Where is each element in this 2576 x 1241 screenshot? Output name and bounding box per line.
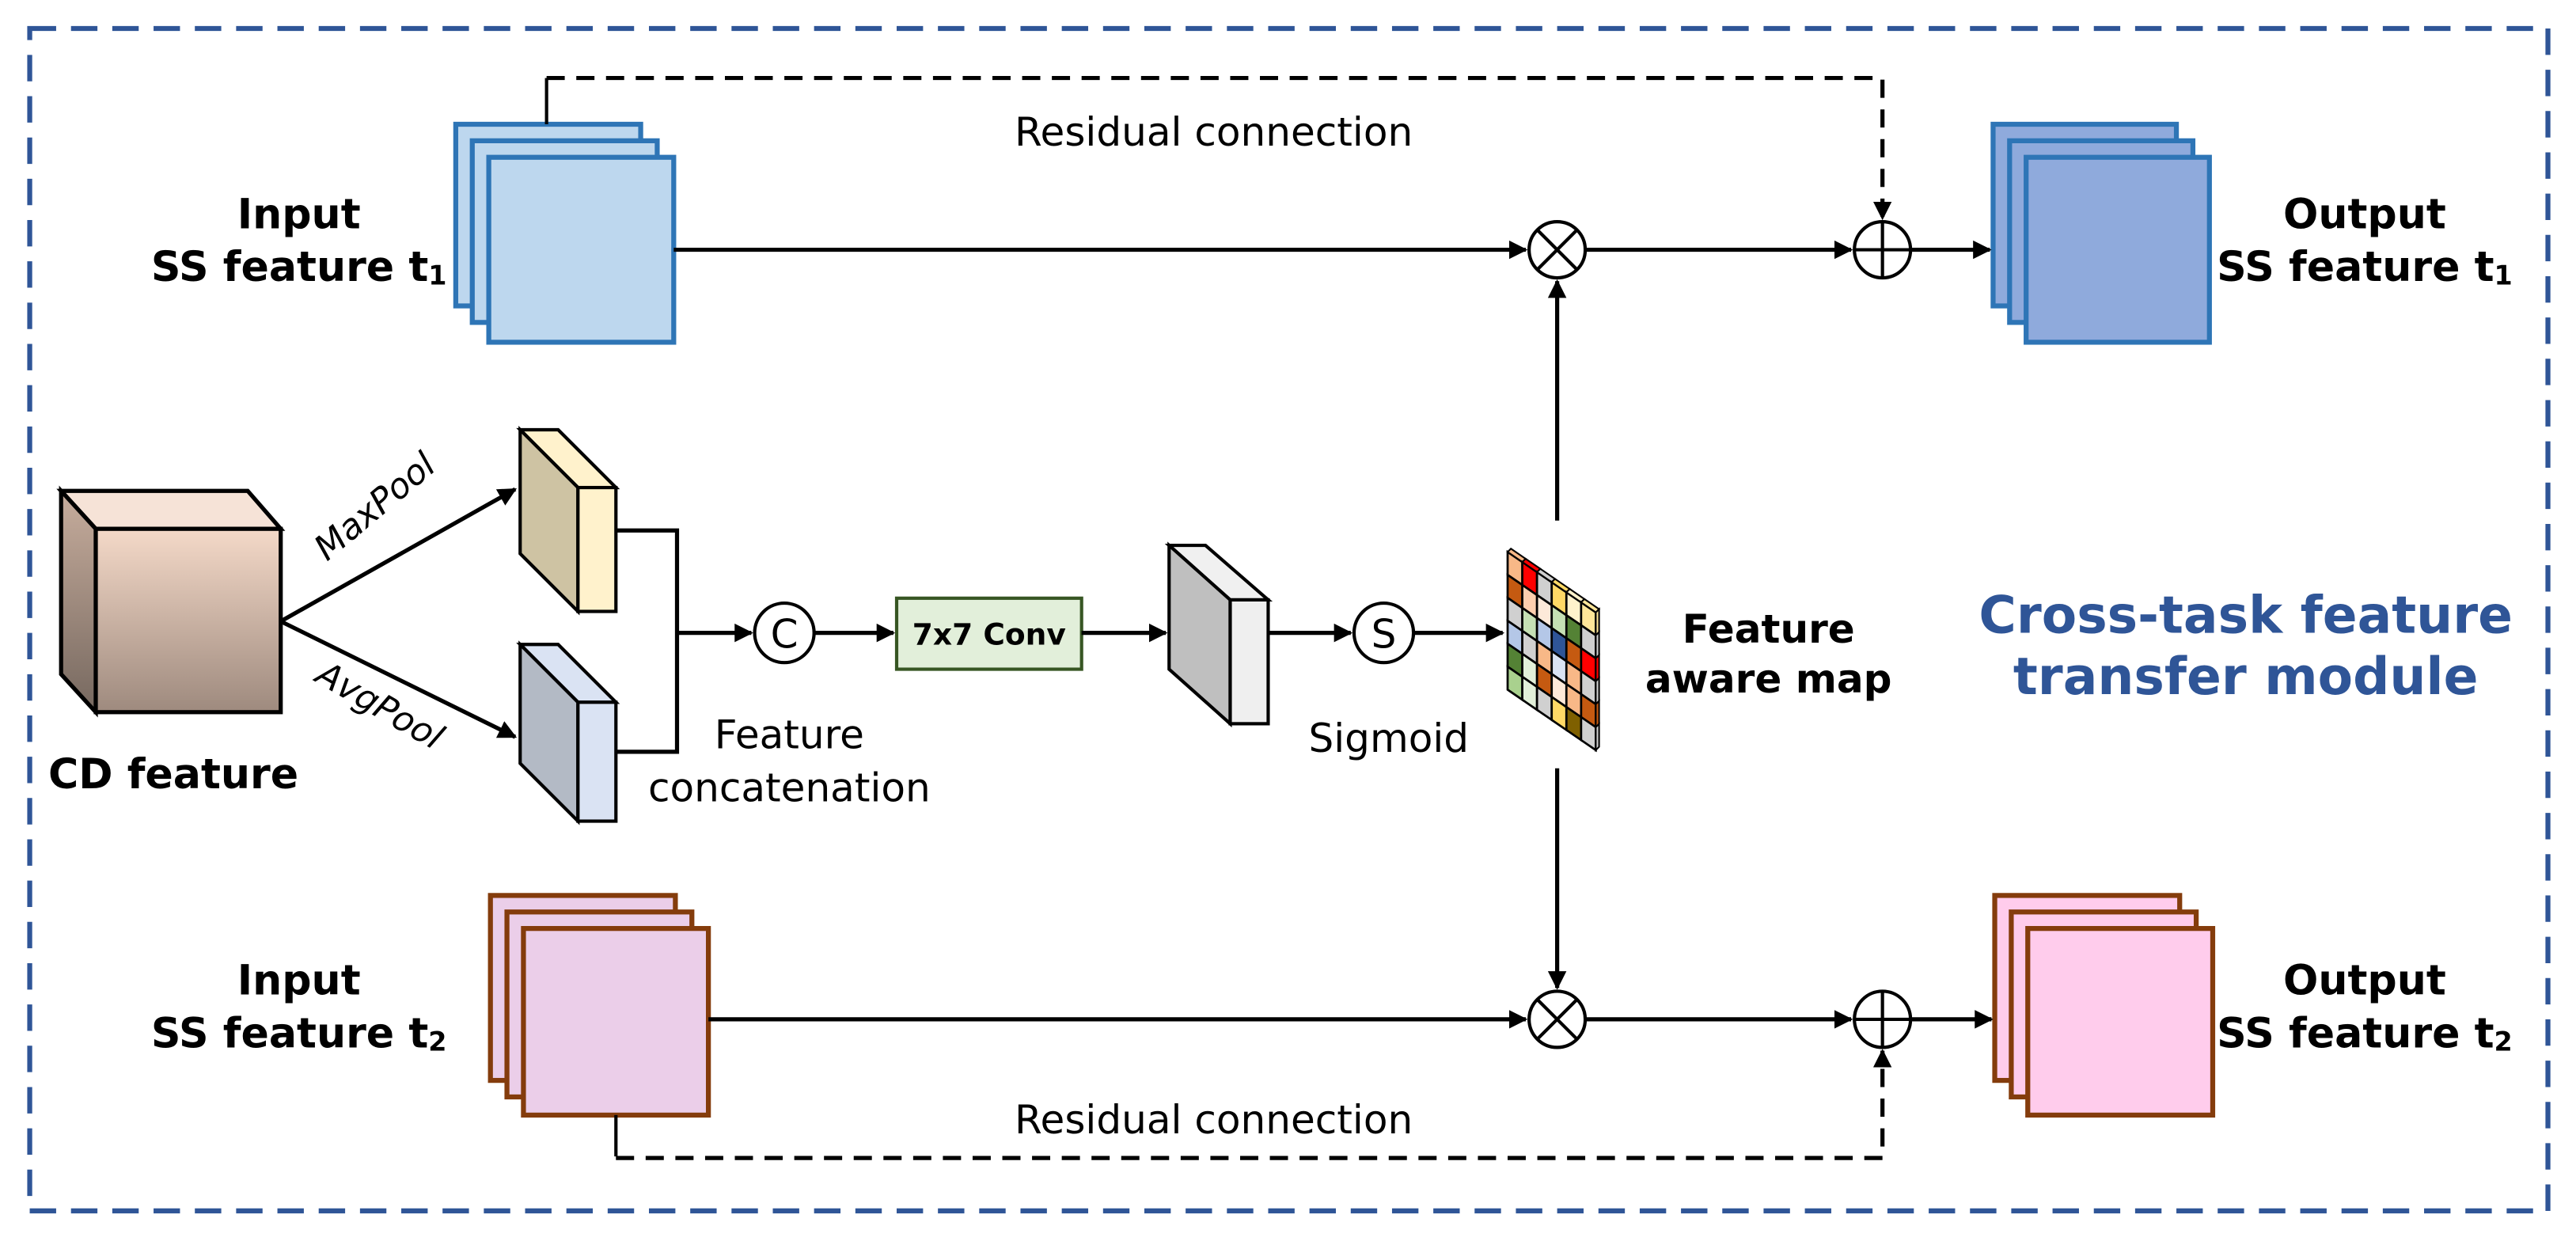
sigmoid-symbol: S bbox=[1371, 611, 1397, 657]
module-frame bbox=[27, 25, 2551, 1214]
input-t1-label-line1: Input bbox=[237, 191, 361, 238]
cube-side-face bbox=[59, 485, 98, 718]
feature-layer bbox=[521, 926, 711, 1118]
module-title-line1: Cross-task feature bbox=[1978, 586, 2513, 646]
feature-layer bbox=[2025, 926, 2216, 1118]
cd-feature-cube bbox=[56, 485, 286, 718]
concat-label-line1: Feature bbox=[715, 712, 864, 758]
multiply-operator-t1 bbox=[1527, 220, 1588, 280]
input-ss-feature-t2-stack bbox=[488, 893, 711, 1118]
output-t2-label-line2: SS feature t2 bbox=[2217, 1010, 2513, 1057]
residual-connection-top-dashed bbox=[546, 75, 1892, 221]
feature-map-edge bbox=[1595, 722, 1600, 753]
input-t2-label-line2: SS feature t2 bbox=[151, 1010, 447, 1057]
residual-connection-bottom-dashed bbox=[616, 1049, 1892, 1160]
feature-layer bbox=[2024, 154, 2212, 345]
output-t1-label-line1: Output bbox=[2283, 191, 2446, 238]
output-t1-label-line2: SS feature t1 bbox=[2217, 244, 2513, 291]
multiply-operator-t2 bbox=[1527, 989, 1588, 1049]
feature-map-label-line2: aware map bbox=[1645, 656, 1892, 702]
output-ss-feature-t2-stack bbox=[1992, 893, 2216, 1118]
concat-label-line2: concatenation bbox=[648, 765, 931, 810]
input-t1-label-line2: SS feature t1 bbox=[151, 244, 447, 291]
sigmoid-operator: S bbox=[1352, 602, 1416, 665]
maxpool-feature-slab bbox=[516, 425, 620, 616]
conv-7x7-block: 7x7 Conv bbox=[894, 596, 1083, 671]
output-ss-feature-t1-stack bbox=[1990, 121, 2212, 345]
cd-feature-label: CD feature bbox=[48, 751, 298, 799]
residual-connection-bottom-label: Residual connection bbox=[1015, 1097, 1413, 1143]
add-operator-t1 bbox=[1853, 220, 1913, 280]
concat-operator: C bbox=[753, 602, 816, 665]
sigmoid-label: Sigmoid bbox=[1308, 715, 1469, 761]
edge-avgpool bbox=[279, 619, 518, 739]
residual-connection-top-label: Residual connection bbox=[1015, 109, 1413, 155]
add-operator-t2 bbox=[1853, 989, 1913, 1049]
feature-aware-map-grid bbox=[1506, 547, 1601, 753]
avgpool-feature-slab bbox=[516, 640, 620, 825]
feature-map-label-line1: Feature bbox=[1683, 606, 1855, 652]
cube-top-face bbox=[56, 488, 286, 531]
concat-bracket bbox=[616, 528, 680, 754]
feature-layer bbox=[486, 154, 677, 345]
input-t2-label-line1: Input bbox=[237, 958, 361, 1005]
concat-symbol: C bbox=[771, 611, 799, 657]
conv-output-slab bbox=[1164, 541, 1273, 728]
input-ss-feature-t1-stack bbox=[453, 121, 677, 345]
output-t2-label-line1: Output bbox=[2283, 958, 2446, 1005]
edge-maxpool bbox=[279, 487, 518, 624]
maxpool-label: MaxPool bbox=[306, 445, 443, 569]
conv-label: 7x7 Conv bbox=[912, 617, 1066, 651]
module-title-line2: transfer module bbox=[2013, 647, 2479, 707]
cube-front-face bbox=[93, 526, 283, 715]
